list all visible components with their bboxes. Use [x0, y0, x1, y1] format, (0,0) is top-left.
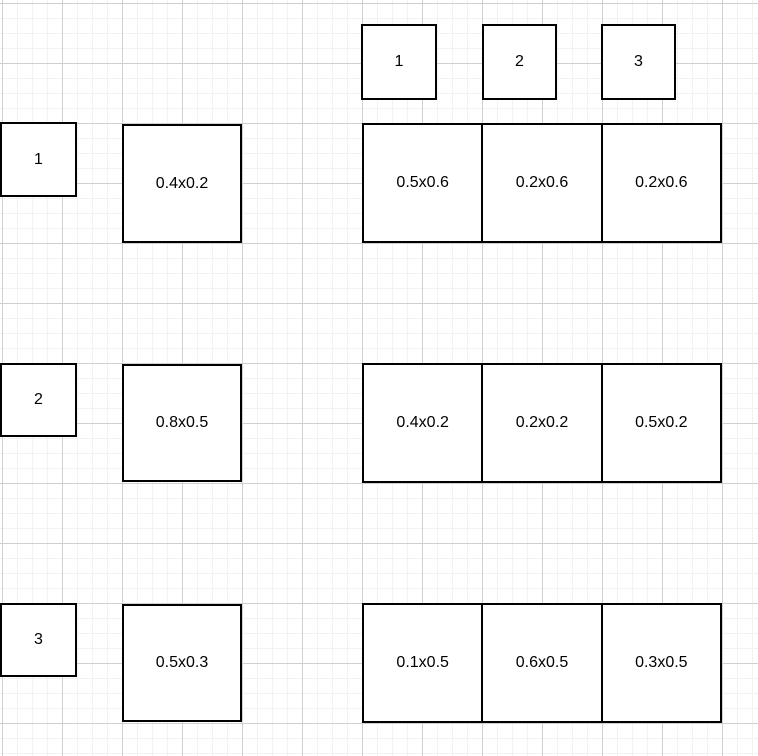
- row-3-item-box-3-label: 0.3x0.5: [635, 654, 688, 671]
- column-header-box-2[interactable]: 2: [482, 24, 557, 100]
- row-1-item-box-3-label: 0.2x0.6: [635, 174, 688, 191]
- column-header-box-1-label: 1: [394, 53, 404, 70]
- row-2-item-box-1[interactable]: 0.4x0.2: [364, 365, 481, 481]
- row-1-item-box-1-label: 0.5x0.6: [396, 174, 449, 191]
- row-3-item-box-2-label: 0.6x0.5: [515, 654, 569, 671]
- row-1-item-box-2[interactable]: 0.2x0.6: [481, 125, 600, 241]
- row-dimension-box-3[interactable]: 0.5x0.3: [122, 604, 242, 722]
- row-dimension-box-1-label: 0.4x0.2: [155, 174, 209, 192]
- column-header-box-2-label: 2: [515, 53, 524, 70]
- row-3-item-box-3[interactable]: 0.3x0.5: [600, 605, 720, 721]
- column-header-box-3-label: 3: [634, 53, 643, 70]
- row-2-item-box-1-label: 0.4x0.2: [396, 414, 449, 431]
- row-1-item-box-2-label: 0.2x0.6: [515, 174, 569, 191]
- row-header-box-2[interactable]: 2: [0, 363, 77, 437]
- row-2-cell-strip: 0.4x0.2 0.2x0.2 0.5x0.2: [362, 363, 722, 483]
- row-3-item-box-2[interactable]: 0.6x0.5: [481, 605, 600, 721]
- row-3-item-box-1-label: 0.1x0.5: [396, 654, 449, 671]
- row-header-box-3[interactable]: 3: [0, 603, 77, 677]
- row-header-box-1[interactable]: 1: [0, 122, 77, 197]
- row-header-box-3-label: 3: [34, 631, 43, 648]
- row-2-item-box-3-label: 0.5x0.2: [635, 414, 688, 431]
- row-2-item-box-3[interactable]: 0.5x0.2: [600, 365, 720, 481]
- row-dimension-box-1[interactable]: 0.4x0.2: [122, 124, 242, 243]
- row-1-cell-strip: 0.5x0.6 0.2x0.6 0.2x0.6: [362, 123, 722, 243]
- row-header-box-2-label: 2: [34, 391, 43, 408]
- row-2-item-box-2-label: 0.2x0.2: [515, 414, 569, 431]
- column-header-box-1[interactable]: 1: [361, 24, 437, 100]
- row-header-box-1-label: 1: [34, 150, 43, 168]
- row-3-cell-strip: 0.1x0.5 0.6x0.5 0.3x0.5: [362, 603, 722, 723]
- row-1-item-box-1[interactable]: 0.5x0.6: [364, 125, 481, 241]
- row-2-item-box-2[interactable]: 0.2x0.2: [481, 365, 600, 481]
- row-dimension-box-2-label: 0.8x0.5: [155, 414, 209, 431]
- column-header-box-3[interactable]: 3: [601, 24, 676, 100]
- row-dimension-box-3-label: 0.5x0.3: [155, 654, 209, 671]
- row-1-item-box-3[interactable]: 0.2x0.6: [600, 125, 720, 241]
- row-3-item-box-1[interactable]: 0.1x0.5: [364, 605, 481, 721]
- row-dimension-box-2[interactable]: 0.8x0.5: [122, 364, 242, 482]
